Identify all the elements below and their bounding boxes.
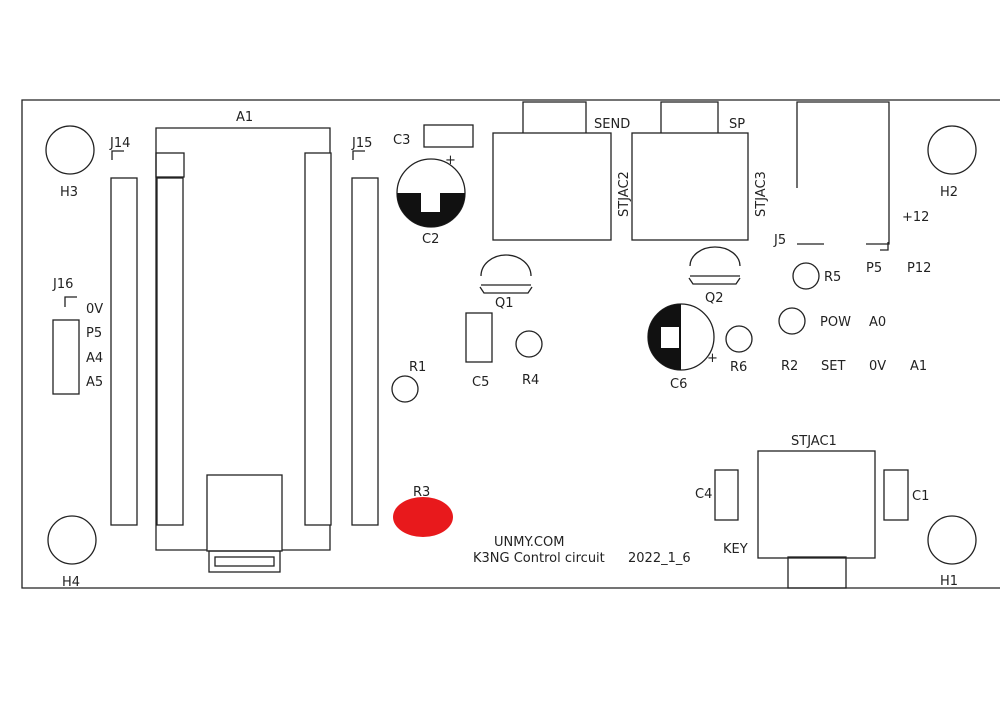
svg-text:+: + bbox=[445, 153, 456, 168]
label-j5: J5 bbox=[773, 233, 786, 248]
label-pow: POW bbox=[820, 315, 851, 330]
label-set: SET bbox=[821, 359, 845, 374]
label-c3: C3 bbox=[393, 133, 410, 148]
label-a1: A1 bbox=[236, 110, 253, 125]
label-j16: J16 bbox=[52, 277, 73, 292]
label-stjac1: STJAC1 bbox=[791, 434, 837, 449]
j16-pin-a5: A5 bbox=[86, 375, 103, 390]
label-j15: J15 bbox=[351, 136, 372, 151]
label-r6: R6 bbox=[730, 360, 747, 375]
jack-stjac2 bbox=[492, 101, 612, 241]
label-q2: Q2 bbox=[705, 291, 724, 306]
jack-stjac3 bbox=[631, 101, 749, 241]
label-c4: C4 bbox=[695, 487, 712, 502]
label-p12: P12 bbox=[907, 261, 931, 276]
pow-pad bbox=[778, 307, 806, 335]
label-r1: R1 bbox=[409, 360, 426, 375]
label-a1-pin: A1 bbox=[910, 359, 927, 374]
label-r5: R5 bbox=[824, 270, 841, 285]
mounting-hole-h4 bbox=[47, 515, 97, 565]
label-r4: R4 bbox=[522, 373, 539, 388]
label-plus12: +12 bbox=[902, 210, 929, 225]
label-r2: R2 bbox=[781, 359, 798, 374]
label-sp: SP bbox=[729, 117, 745, 132]
label-0v: 0V bbox=[869, 359, 886, 374]
label-c2: C2 bbox=[422, 232, 439, 247]
capacitor-c1 bbox=[883, 469, 909, 521]
footer-site: UNMY.COM bbox=[494, 535, 564, 550]
label-c5: C5 bbox=[472, 375, 489, 390]
label-key: KEY bbox=[723, 542, 748, 557]
mounting-hole-h1 bbox=[927, 515, 977, 565]
resistor-r4-pad bbox=[515, 330, 543, 358]
capacitor-c4 bbox=[714, 469, 739, 521]
label-c6: C6 bbox=[670, 377, 687, 392]
capacitor-c2: + bbox=[396, 153, 466, 228]
label-h2: H2 bbox=[940, 185, 958, 200]
capacitor-c6: + bbox=[647, 303, 718, 371]
label-h3: H3 bbox=[60, 185, 78, 200]
label-j14: J14 bbox=[109, 136, 130, 151]
capacitor-c5 bbox=[465, 312, 493, 363]
label-stjac3: STJAC3 bbox=[754, 171, 769, 217]
label-c1: C1 bbox=[912, 489, 929, 504]
module-a1 bbox=[155, 127, 332, 573]
label-h4: H4 bbox=[62, 575, 80, 590]
board-outline bbox=[21, 99, 1000, 589]
j16-pin-a4: A4 bbox=[86, 351, 103, 366]
resistor-r1-pad bbox=[391, 375, 419, 403]
label-stjac2: STJAC2 bbox=[617, 171, 632, 217]
label-q1: Q1 bbox=[495, 296, 514, 311]
jack-stjac1 bbox=[757, 450, 876, 589]
label-r3: R3 bbox=[413, 485, 430, 500]
header-j15 bbox=[351, 177, 379, 526]
mounting-hole-h2 bbox=[927, 125, 977, 175]
j16-pin-0v: 0V bbox=[86, 302, 103, 317]
connector-j5 bbox=[796, 101, 890, 245]
transistor-q1 bbox=[479, 254, 533, 294]
j16-pin-p5: P5 bbox=[86, 326, 102, 341]
resistor-r5-pad bbox=[792, 262, 820, 290]
label-h1: H1 bbox=[940, 574, 958, 589]
footer-title: K3NG Control circuit bbox=[473, 551, 605, 566]
highlight-marker-r3 bbox=[393, 497, 453, 537]
footer-date: 2022_1_6 bbox=[628, 551, 691, 566]
connector-j16 bbox=[52, 319, 80, 395]
capacitor-c3 bbox=[423, 124, 474, 148]
resistor-r6-pad bbox=[725, 325, 753, 353]
header-j14 bbox=[110, 177, 138, 526]
mounting-hole-h3 bbox=[45, 125, 95, 175]
label-a0: A0 bbox=[869, 315, 886, 330]
label-p5: P5 bbox=[866, 261, 882, 276]
label-send: SEND bbox=[594, 117, 630, 132]
svg-text:+: + bbox=[707, 351, 718, 366]
transistor-q2 bbox=[688, 246, 741, 285]
